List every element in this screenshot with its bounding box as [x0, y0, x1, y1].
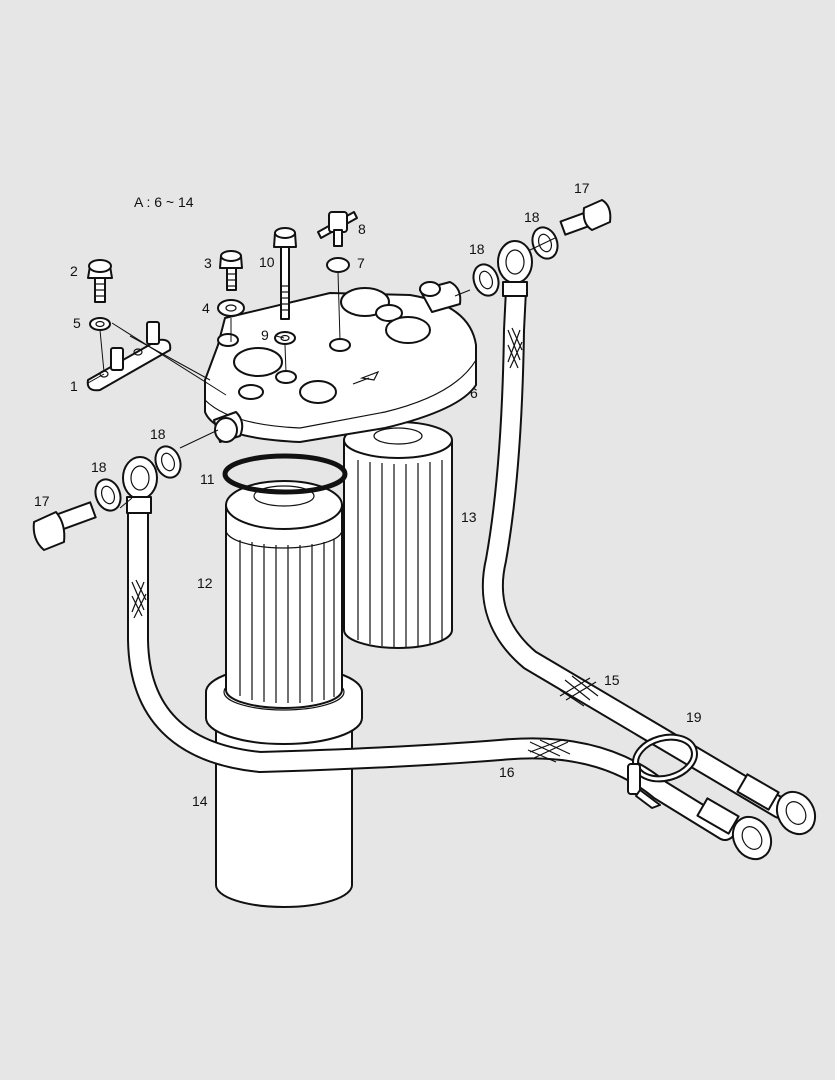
washer-part-9: [274, 331, 296, 345]
bracket-part-1: [86, 321, 172, 392]
callout-4: 4: [202, 300, 210, 316]
callout-11: 11: [200, 471, 215, 487]
bolt-part-2: [87, 259, 113, 303]
callout-19: 19: [686, 709, 702, 725]
filter-element-part-12: [225, 480, 343, 709]
o-ring-part-11: [222, 453, 348, 495]
long-bolt-part-10: [273, 227, 297, 320]
fuel-hose-part-15: [481, 240, 817, 836]
banjo-bolt-part-17-left: [32, 501, 97, 551]
callout-3: 3: [204, 255, 212, 271]
callout-17-right: 17: [574, 180, 590, 196]
callout-16: 16: [499, 764, 515, 780]
leader-lines: [87, 237, 556, 509]
callout-7: 7: [357, 255, 365, 271]
callout-1: 1: [70, 378, 78, 394]
callout-2: 2: [70, 263, 78, 279]
callout-18-right-inner: 18: [469, 241, 485, 257]
assembly-note: A : 6 ~ 14: [134, 194, 194, 210]
banjo-bolt-part-17-right: [559, 199, 612, 236]
callout-numbers: 1 2 3 4 5 6 7 8 9 10 11 12 13 14 15 16 1…: [34, 180, 702, 809]
gasket-part-18-left-inner: [154, 445, 182, 479]
callout-14: 14: [192, 793, 208, 809]
callout-15: 15: [604, 672, 620, 688]
filter-head-part-6: [204, 281, 477, 443]
callout-8: 8: [358, 221, 366, 237]
callout-17-left: 17: [34, 493, 50, 509]
callout-18-left-inner: 18: [150, 426, 166, 442]
callout-12: 12: [197, 575, 213, 591]
callout-13: 13: [461, 509, 477, 525]
gasket-part-18-right-inner: [472, 263, 500, 297]
washer-part-4: [217, 299, 245, 317]
gasket-part-18-left-outer: [94, 478, 122, 512]
callout-18-left-outer: 18: [91, 459, 107, 475]
bolt-part-3: [219, 250, 243, 291]
washer-part-5: [89, 317, 111, 331]
bleed-screw-part-8: [317, 211, 358, 247]
hose-clamp-part-19: [627, 733, 698, 809]
callout-5: 5: [73, 315, 81, 331]
washer-part-7: [326, 257, 350, 273]
callout-6: 6: [470, 385, 478, 401]
callout-18-right-outer: 18: [524, 209, 540, 225]
callout-10: 10: [259, 254, 275, 270]
filter-element-part-13: [343, 421, 453, 649]
callout-9: 9: [261, 327, 269, 343]
fuel-hose-part-16: [122, 456, 773, 861]
